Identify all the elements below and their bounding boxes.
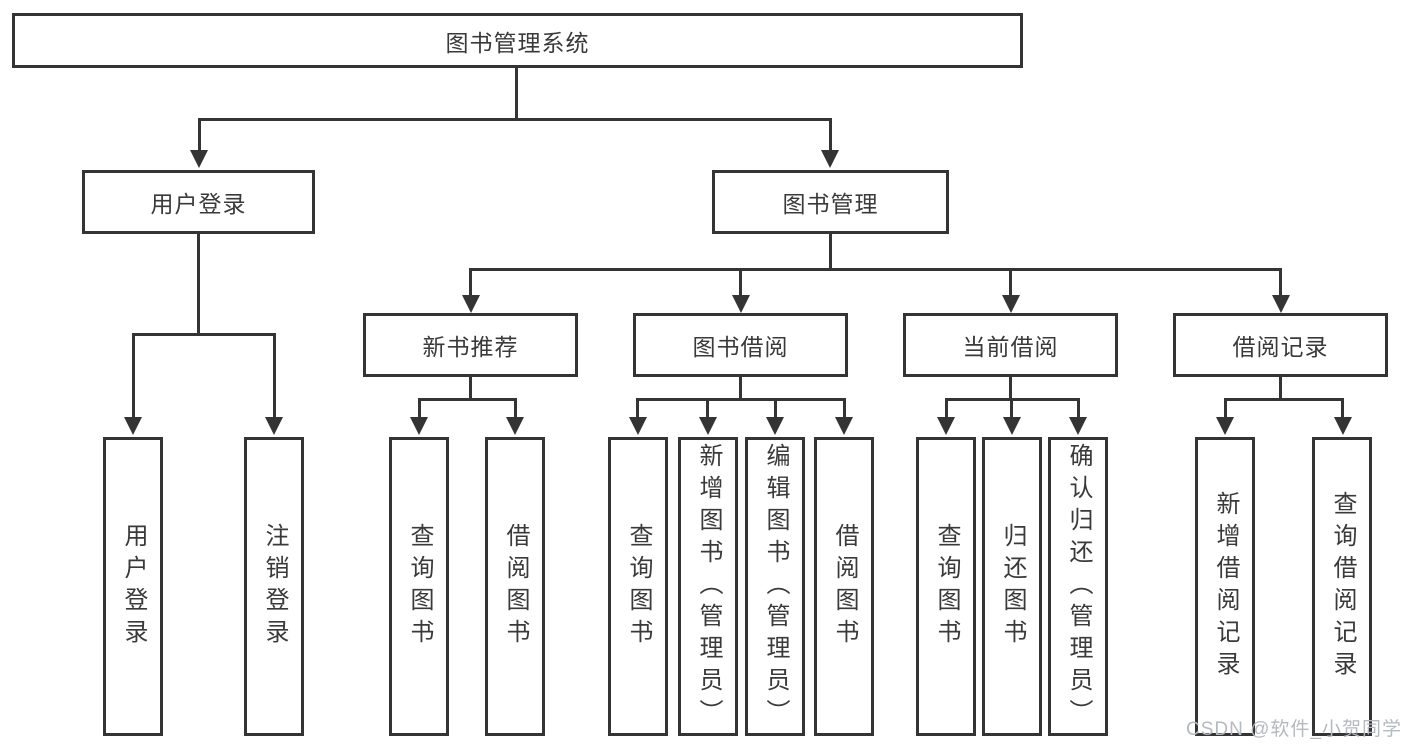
leaf-borrow-borrow-books-label: 借阅图书 [831,522,858,651]
connector-new-book-stem [469,377,472,398]
node-book-borrow-label: 图书借阅 [692,334,789,360]
node-book-mgmt-label: 图书管理 [782,191,879,217]
arrowhead-current-borrow [1002,295,1020,313]
node-root-system-label: 图书管理系统 [445,29,590,56]
connector-root-stem [515,68,518,118]
connector-drop-user-login [198,118,201,150]
arrowhead-bb-edit [766,417,784,435]
connector-borrow-record-stem [1279,377,1282,398]
leaf-borrow-edit-books-admin: 编辑图书（管理员） [745,437,805,736]
leaf-newbook-query-books: 查询图书 [389,437,449,736]
arrowhead-borrow-record [1272,295,1290,313]
connector-drop-borrow-record [1279,268,1282,295]
leaf-current-return-books: 归还图书 [982,437,1042,736]
connector-drop-book-mgmt [829,118,832,150]
arrowhead-nb-borrow [506,417,524,435]
node-book-mgmt: 图书管理 [712,170,949,234]
connector-drop-nb-query [418,398,421,417]
leaf-newbook-borrow-books-label: 借阅图书 [502,522,529,651]
connector-book-mgmt-branch [469,268,1282,271]
connector-drop-bb-query [636,398,639,417]
connector-drop-cb-query [945,398,948,417]
leaf-record-query-record: 查询借阅记录 [1312,437,1372,736]
connector-user-login-branch [132,333,276,336]
node-user-login: 用户登录 [82,170,315,234]
connector-drop-br-query [1341,398,1344,417]
arrowhead-bb-add [699,417,717,435]
leaf-current-query-books: 查询图书 [916,437,976,736]
arrowhead-leaf-logout [265,417,283,435]
node-borrow-record-label: 借阅记录 [1232,334,1329,360]
connector-drop-bb-borrow [843,398,846,417]
leaf-borrow-query-books-label: 查询图书 [625,522,652,651]
arrowhead-bb-query [629,417,647,435]
arrowhead-book-borrow [732,295,750,313]
connector-new-book-branch [418,398,517,401]
leaf-logout-label: 注销登录 [261,522,288,651]
node-new-book-label: 新书推荐 [422,334,519,360]
connector-user-login-stem [197,234,200,333]
node-book-borrow: 图书借阅 [633,313,848,377]
leaf-user-login: 用户登录 [103,437,163,736]
leaf-current-return-books-label: 归还图书 [999,522,1026,651]
connector-drop-cb-confirm [1077,398,1080,417]
connector-drop-bb-add [706,398,709,417]
arrowhead-cb-confirm [1069,417,1087,435]
leaf-newbook-query-books-label: 查询图书 [406,522,433,651]
connector-drop-leaf-logout [273,333,276,417]
node-current-borrow-label: 当前借阅 [962,334,1059,360]
connector-drop-new-book [469,268,472,295]
connector-current-borrow-stem [1009,377,1012,398]
leaf-borrow-borrow-books: 借阅图书 [814,437,874,736]
arrowhead-nb-query [410,417,428,435]
leaf-borrow-add-books-admin: 新增图书（管理员） [678,437,738,736]
node-current-borrow: 当前借阅 [903,313,1118,377]
connector-drop-book-borrow [739,268,742,295]
node-borrow-record: 借阅记录 [1173,313,1388,377]
leaf-logout: 注销登录 [244,437,304,736]
leaf-current-query-books-label: 查询图书 [933,522,960,651]
arrowhead-cb-return [1003,417,1021,435]
connector-book-borrow-branch [636,398,845,401]
leaf-borrow-edit-books-admin-label: 编辑图书（管理员） [762,442,789,731]
leaf-user-login-label: 用户登录 [120,522,147,651]
connector-drop-cb-return [1010,398,1013,417]
arrowhead-leaf-user-login [124,417,142,435]
leaf-borrow-add-books-admin-label: 新增图书（管理员） [695,442,722,731]
csdn-watermark: CSDN @软件_小贺同学 [1186,719,1402,740]
connector-drop-br-add [1224,398,1227,417]
leaf-record-query-record-label: 查询借阅记录 [1329,490,1356,683]
leaf-borrow-query-books: 查询图书 [608,437,668,736]
arrowhead-br-query [1334,417,1352,435]
node-new-book: 新书推荐 [363,313,578,377]
connector-book-mgmt-stem [829,234,832,268]
leaf-record-add-record: 新增借阅记录 [1195,437,1255,736]
node-root-system: 图书管理系统 [12,13,1023,68]
connector-drop-nb-borrow [514,398,517,417]
connector-drop-bb-edit [774,398,777,417]
arrowhead-user-login [190,150,208,168]
leaf-newbook-borrow-books: 借阅图书 [485,437,545,736]
connector-book-borrow-stem [739,377,742,398]
arrowhead-book-mgmt [821,150,839,168]
leaf-record-add-record-label: 新增借阅记录 [1212,490,1239,683]
arrowhead-cb-query [937,417,955,435]
connector-drop-current-borrow [1009,268,1012,295]
connector-drop-leaf-user-login [132,333,135,417]
leaf-current-confirm-return-admin: 确认归还（管理员） [1048,437,1108,736]
leaf-current-confirm-return-admin-label: 确认归还（管理员） [1065,442,1092,731]
node-user-login-label: 用户登录 [150,191,247,217]
connector-borrow-record-branch [1224,398,1344,401]
arrowhead-bb-borrow [835,417,853,435]
connector-root-branch [198,118,831,121]
arrowhead-br-add [1216,417,1234,435]
arrowhead-new-book [462,295,480,313]
